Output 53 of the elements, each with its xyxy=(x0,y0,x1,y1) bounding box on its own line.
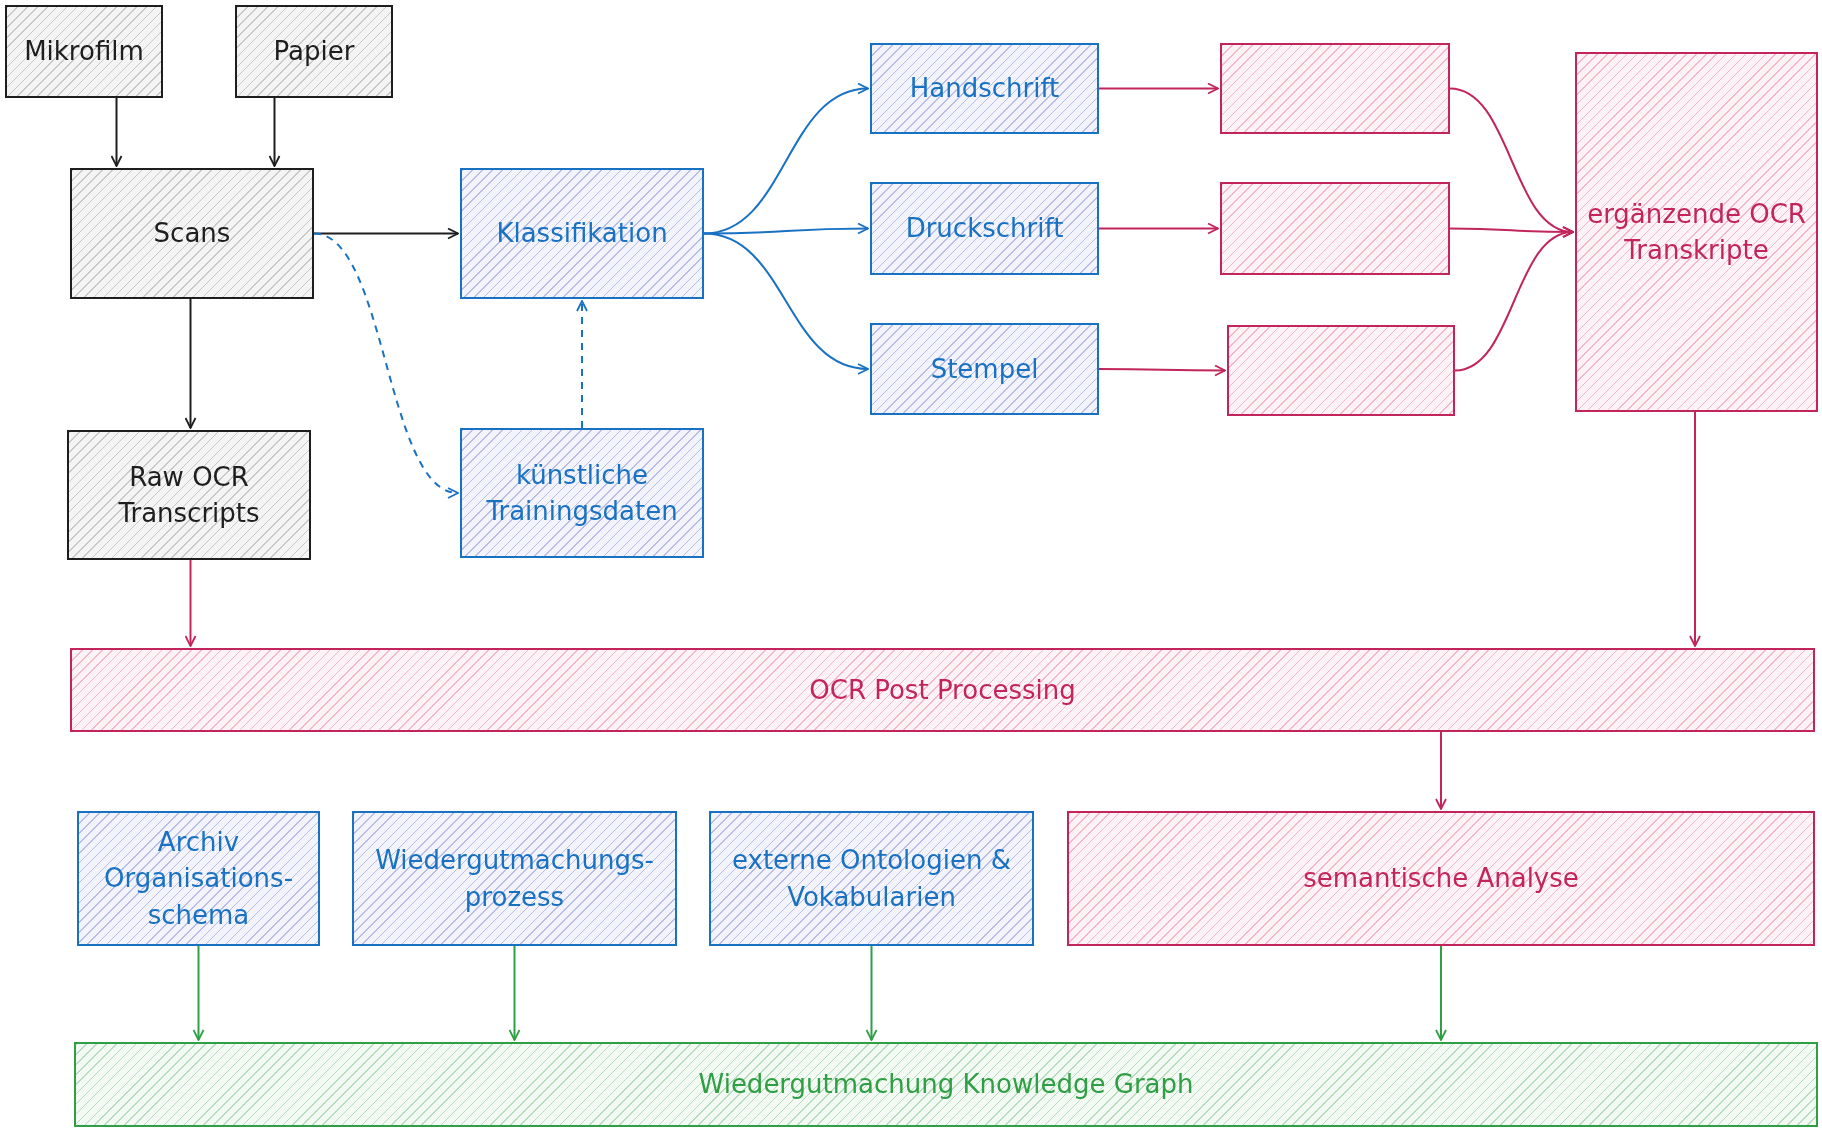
process-box xyxy=(70,168,314,299)
arrow xyxy=(1098,364,1226,377)
arrow xyxy=(508,945,521,1041)
process-box xyxy=(5,5,163,98)
process-box xyxy=(870,43,1099,134)
arrow xyxy=(1689,411,1701,647)
process-box xyxy=(709,811,1034,946)
arrow xyxy=(184,298,197,429)
box-label: Handschrift xyxy=(909,72,1060,106)
box-label: Wiedergutmachung Knowledge Graph xyxy=(698,1068,1194,1102)
box-label: künstliche Trainingsdaten xyxy=(485,458,679,528)
box-label: externe Ontologien & Vokabularien xyxy=(731,844,1012,914)
process-box xyxy=(77,811,320,946)
box-label: Klassifikation xyxy=(496,217,668,251)
arrow xyxy=(184,559,197,647)
arrow xyxy=(865,945,878,1041)
process-box xyxy=(74,1042,1818,1127)
empty-box xyxy=(1220,182,1450,275)
arrow xyxy=(1098,222,1219,235)
process-box xyxy=(1067,811,1815,946)
empty-box xyxy=(1227,325,1455,416)
process-box xyxy=(460,428,704,558)
arrow xyxy=(313,232,459,496)
arrow xyxy=(192,945,205,1041)
arrow xyxy=(703,232,869,374)
box-label: Mikrofilm xyxy=(24,35,144,69)
process-box xyxy=(1575,52,1818,412)
arrow xyxy=(703,222,869,235)
arrow xyxy=(1435,731,1447,810)
box-label: Scans xyxy=(153,217,231,251)
arrow xyxy=(268,97,281,167)
process-box xyxy=(235,5,393,98)
arrow xyxy=(576,300,588,429)
box-label: Wiedergutmachungs-prozess xyxy=(374,844,655,914)
box-label: Archiv Organisations-schema xyxy=(102,825,294,932)
box-label: Druckschrift xyxy=(905,212,1064,246)
process-box xyxy=(870,323,1099,415)
box-label: Papier xyxy=(273,35,355,69)
box-label: semantische Analyse xyxy=(1303,862,1579,896)
arrow xyxy=(1098,82,1219,95)
process-box xyxy=(352,811,677,946)
arrow xyxy=(1435,945,1447,1041)
process-box xyxy=(70,648,1815,732)
box-label: Raw OCR Transcripts xyxy=(117,460,261,530)
arrow xyxy=(110,97,123,167)
arrow xyxy=(1454,228,1574,372)
process-box xyxy=(67,430,311,560)
empty-box xyxy=(1220,43,1450,134)
box-label: OCR Post Processing xyxy=(809,673,1076,707)
box-label: ergänzende OCR Transkripte xyxy=(1586,197,1807,267)
box-label: Stempel xyxy=(930,352,1039,386)
process-box xyxy=(870,182,1099,275)
process-box xyxy=(460,168,704,299)
